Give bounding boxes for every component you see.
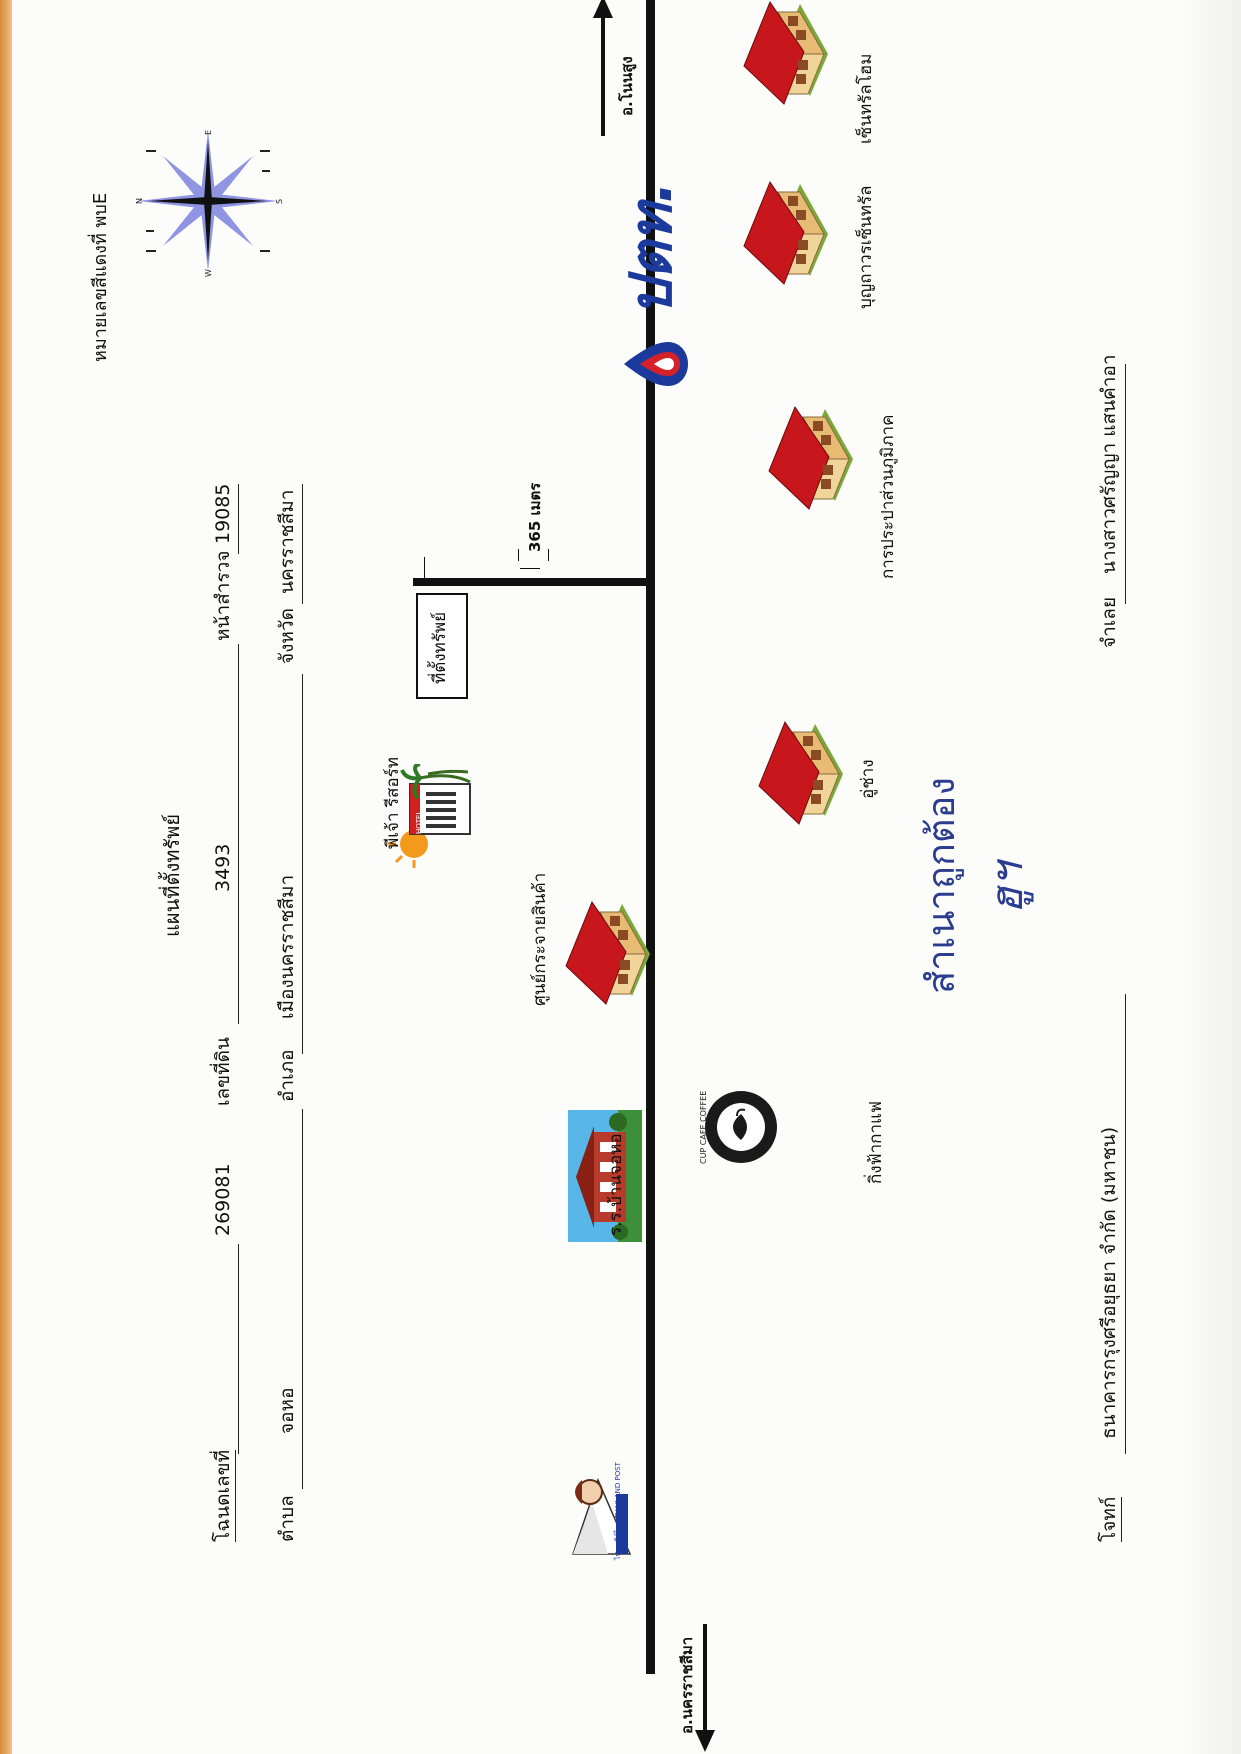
survey-label: หน้าสำรวจ: [212, 550, 234, 641]
survey-underline: [238, 484, 239, 554]
ptt-logo: [624, 342, 688, 386]
garage-label: อู่ช่าง: [858, 759, 878, 799]
arrow-right-icon: [593, 0, 613, 136]
province-underline: [302, 484, 303, 604]
defendant-label: จำเลย: [1098, 596, 1120, 648]
province-value: นครราชสีมา: [276, 489, 298, 594]
compass-icon: N E S W: [135, 130, 284, 277]
paper-edge: [0, 0, 12, 1754]
hotel-sign: HOTEL: [415, 810, 423, 834]
plaintiff-value: ธนาคารกรุงศรีอยุธยา จำกัด (มหาชน): [1098, 1126, 1120, 1439]
distance-arrow-c: [548, 549, 549, 561]
land-no-value: 3493: [212, 843, 234, 892]
district-label: อำเภอ: [276, 1049, 298, 1102]
marker-note: หมายเลขสีแดงที่ พบE: [90, 192, 111, 362]
school-label: ร.ร.บ้านจอหอ: [606, 1133, 626, 1236]
svg-text:W: W: [204, 269, 213, 277]
deed-label: โฉนดเลขที่: [212, 1449, 236, 1542]
district-underline: [302, 674, 303, 1054]
distance-arrow-b: [518, 549, 519, 561]
cafe-logo-text: CUP CAFE COFFEE: [699, 1090, 708, 1164]
boonthawee-label: บุญถาวรเซ็นทรัล: [856, 185, 876, 309]
land-no-label: เลขที่ดิน: [212, 1037, 234, 1106]
house-sinthorn: [743, 0, 828, 105]
distance-tick-a: [424, 557, 425, 581]
arrow-left-icon: [695, 1624, 715, 1752]
property-label: ที่ตั้งทรัพย์: [430, 611, 450, 684]
signature: ฮูฯ: [982, 862, 1033, 914]
side-road: [413, 578, 651, 586]
plaintiff-underline: [1125, 994, 1126, 1454]
school-picture: [568, 1110, 642, 1242]
defendant-underline: [1125, 364, 1126, 604]
subdistrict-underline: [302, 1109, 303, 1489]
house-boonthawee: [743, 180, 828, 285]
subdistrict-label: ตำบล: [276, 1495, 298, 1542]
defendant-value: นางสาวศรัญญา แสนคำอา: [1098, 354, 1120, 574]
certified-copy-stamp: สำเนาถูกต้อง: [919, 777, 963, 994]
house-garage: [758, 720, 843, 825]
distribution-label: ศูนย์กระจายสินค้า: [530, 872, 550, 1006]
district-value: เมืองนครราชสีมา: [276, 874, 298, 1019]
cafe-logo: [705, 1091, 777, 1163]
direction-right-label: อ.โนนสูง: [618, 56, 636, 116]
hotel-icon: [388, 764, 471, 868]
svg-text:E: E: [204, 130, 213, 135]
svg-text:N: N: [135, 198, 144, 204]
plaintiff-label: โจทก์: [1098, 1496, 1122, 1542]
page-title: แผนที่ตั้งทรัพย์: [160, 813, 184, 937]
province-label: จังหวัด: [276, 608, 298, 664]
distance-arrow-a: [520, 560, 540, 569]
distance-label: 365 เมตร: [526, 482, 544, 552]
deed-underline: [238, 1244, 239, 1454]
pwa-label: การประปาส่วนภูมิภาค: [878, 414, 898, 579]
paper-shade: [1181, 0, 1241, 1754]
svg-text:S: S: [275, 199, 284, 204]
house-distribution: [565, 900, 650, 1005]
thailand-post-logo: [571, 1477, 632, 1555]
survey-value: 19085: [212, 483, 234, 544]
thailand-post-text: ไปรษณีย์ไทย THAILAND POST: [614, 1462, 622, 1560]
sinthorn-label: เซ็นทรัลโฮม: [856, 53, 876, 144]
hotel-label: พีเจ้า รีสอร์ท: [383, 757, 403, 849]
deed-value: 269081: [212, 1163, 234, 1236]
subdistrict-value: จอหอ: [276, 1387, 298, 1434]
cafe-label: กิ่งฟ้ากาแฟ: [866, 1100, 886, 1184]
land-no-underline: [238, 644, 239, 1024]
ptt-wordmark: ปตท.: [617, 181, 685, 316]
house-pwa: [768, 405, 853, 510]
